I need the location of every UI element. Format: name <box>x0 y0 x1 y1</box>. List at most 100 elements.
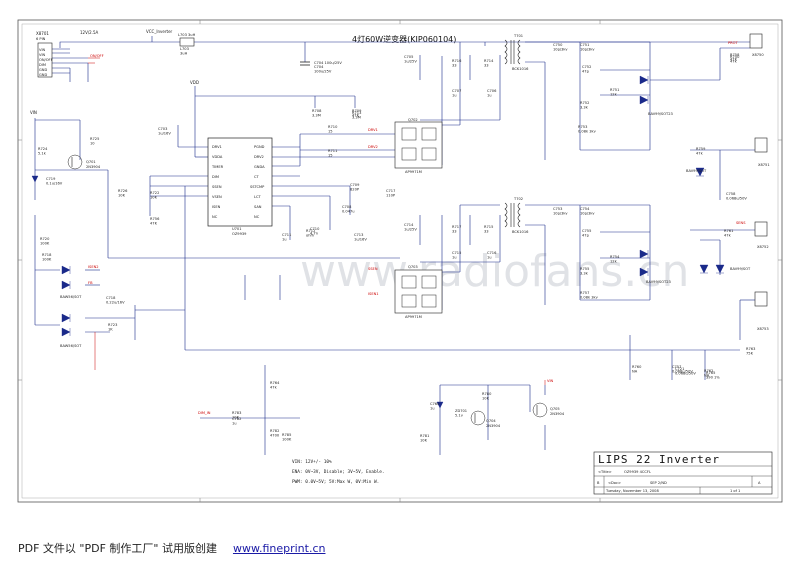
component-label: C709 <box>350 183 360 187</box>
component-label: R763 <box>746 347 755 351</box>
component-label: C754 <box>580 207 590 211</box>
component-value: 3.3M <box>352 116 361 120</box>
component-value: 10p/3kv <box>580 212 595 216</box>
component-value: 10p/3kv <box>580 48 595 52</box>
component-label: C706 <box>487 89 497 93</box>
component-label: C718 <box>106 296 116 300</box>
svg-text:ISEN: ISEN <box>212 205 221 209</box>
mosfet-q703: Q703 AP9971M <box>394 265 443 319</box>
component-label: R785 <box>282 433 291 437</box>
vin-label: VIN <box>30 110 37 115</box>
component-label: R715 <box>484 225 493 229</box>
component-value: 0.047u <box>342 210 355 214</box>
component-value: 10p/3kv <box>553 48 568 52</box>
component-label: C751 <box>580 43 589 47</box>
component-label: R764 <box>270 381 280 385</box>
svg-text:GNDA: GNDA <box>254 165 265 169</box>
component-label: R710 <box>328 125 338 129</box>
component-value: 5.1v <box>455 414 464 418</box>
component-value: 3.3M <box>312 114 321 118</box>
component-label: C707 <box>452 89 461 93</box>
component-value: 47p <box>582 234 590 238</box>
svg-text:NC: NC <box>212 215 218 219</box>
title-block-rev: A <box>758 481 761 485</box>
component-value: 47k <box>696 152 704 156</box>
component-value: 0.08k 3kv <box>578 130 597 134</box>
footer-link[interactable]: www.fineprint.cn <box>232 542 326 555</box>
connector-x8750: X8750 <box>749 33 764 57</box>
svg-text:Q701: Q701 <box>86 160 96 164</box>
svg-text:2N3904: 2N3904 <box>486 424 501 428</box>
svg-text:Q702: Q702 <box>408 118 418 122</box>
component-value: 47k <box>724 234 732 238</box>
component-label: C758 <box>726 192 736 196</box>
net-fb: FB <box>88 281 93 285</box>
component-label: C752 <box>582 65 591 69</box>
svg-text:NC: NC <box>254 215 260 219</box>
component-value: 4.7n <box>310 232 318 236</box>
svg-text:Q704: Q704 <box>486 419 496 423</box>
component-value: 47K <box>352 114 360 118</box>
component-value: 0.068u/50V <box>672 370 693 374</box>
svg-text:T702: T702 <box>513 197 523 201</box>
connector-x8701: X8701 6 PIN VIN VIN ON/OFF DIM GND GND <box>36 31 53 78</box>
svg-text:X8753: X8753 <box>757 327 769 331</box>
component-label: C757 <box>672 365 681 369</box>
power-in-label: 12V/2.5A <box>80 30 99 35</box>
component-label: R752 <box>580 101 589 105</box>
component-value: 0.068u/50V <box>726 197 747 201</box>
component-value: 820P <box>350 188 360 192</box>
component-label: C714 <box>404 223 414 227</box>
highlight-wiring <box>88 57 546 385</box>
diode-label-4: BAV99/SOT <box>730 267 751 271</box>
component-value: 1u/16V <box>158 132 171 136</box>
component-value: 33 <box>452 64 457 68</box>
title-block-title-value: OZ9939 4CCFL <box>624 470 651 474</box>
component-label: R726 <box>118 189 128 193</box>
component-label: R762 <box>704 369 713 373</box>
component-value: 100K <box>40 242 50 246</box>
svg-text:TIMER: TIMER <box>211 165 224 169</box>
component-label: R757 <box>580 291 589 295</box>
connector-x8753: X8753 <box>754 291 769 331</box>
connector-pin-5: GND <box>39 68 47 72</box>
component-label: R780 <box>482 392 492 396</box>
svg-text:BCK1016: BCK1016 <box>512 230 529 234</box>
component-value: ohm <box>306 234 314 238</box>
component-label: C782 <box>232 417 241 421</box>
component-label: R725 <box>90 137 99 141</box>
component-label: R723 <box>108 323 117 327</box>
svg-text:SSEN: SSEN <box>212 185 222 189</box>
svg-text:AP9971M: AP9971M <box>405 170 422 174</box>
connector-ref: X8701 <box>36 31 49 36</box>
component-value: 3.3k <box>580 106 589 110</box>
connector-pin-2: VIN <box>39 53 46 57</box>
component-value: 10p/3kv <box>553 212 568 216</box>
connector-pin-6: GND <box>39 73 47 77</box>
component-label: R724 <box>38 147 48 151</box>
connector-x8751: X8751 <box>754 137 770 167</box>
title-block-doc-label: <Doc> <box>608 481 621 485</box>
svg-text:BCK1016: BCK1016 <box>512 67 529 71</box>
net-dim-in: DIM_IN <box>198 411 211 415</box>
svg-text:L703 3uH: L703 3uH <box>178 33 196 37</box>
component-label: ZD701 <box>455 409 467 413</box>
component-label: L703 <box>180 47 189 51</box>
component-value: NA <box>704 374 710 378</box>
net-isen1: ISEN1 <box>368 292 379 296</box>
component-label: C717 <box>386 189 395 193</box>
component-value: 10K <box>482 397 490 401</box>
component-label: R720 <box>40 237 50 241</box>
svg-text:X8750: X8750 <box>752 53 764 57</box>
component-value: 12k <box>610 260 618 264</box>
component-value: 1u <box>487 94 492 98</box>
component-value: 10K <box>118 194 126 198</box>
component-value: 100K <box>42 258 52 262</box>
svg-text:OZ9939: OZ9939 <box>232 232 247 236</box>
component-value: 33 <box>484 230 489 234</box>
notes: VIN: 12V+/- 10% ENA: 0V~3V, Disable; 3V~… <box>292 459 385 485</box>
component-label: R722 <box>150 191 159 195</box>
component-label: C708 <box>342 205 352 209</box>
component-label: C750 <box>553 43 563 47</box>
component-value: 110P <box>386 194 396 198</box>
